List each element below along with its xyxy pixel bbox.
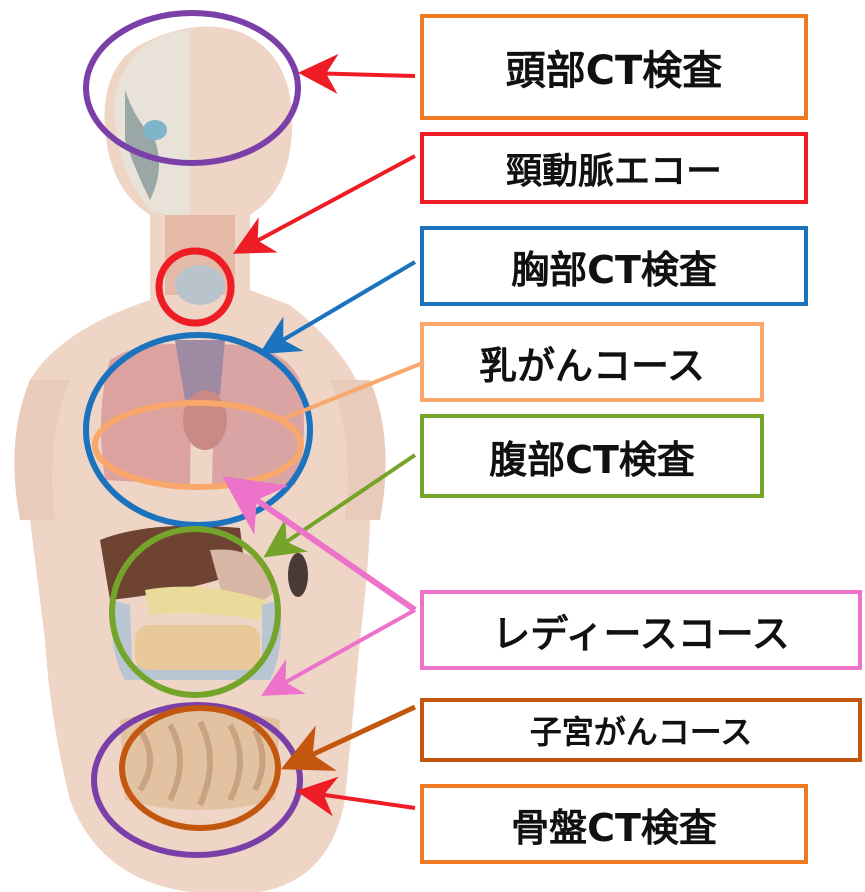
head-ct-label: 頭部CT検査 <box>420 14 808 120</box>
carotid-region-outline <box>155 247 235 327</box>
abdomen-ct-label: 腹部CT検査 <box>420 414 764 498</box>
head-arrow <box>298 53 416 94</box>
breast-connector <box>284 358 431 420</box>
abdomen-region-outline <box>109 526 281 698</box>
pelvis-ct-label: 骨盤CT検査 <box>420 784 808 864</box>
breast-region-outline <box>92 400 304 490</box>
chest-region-outline <box>83 332 313 528</box>
chest-ct-label: 胸部CT検査 <box>420 226 808 306</box>
carotid-echo-label: 頸動脈エコー <box>420 132 808 204</box>
breast-cancer-course-label: 乳がんコース <box>420 322 764 402</box>
uterus-region-outline <box>119 705 281 831</box>
pelvis-arrow <box>296 776 416 817</box>
carotid-arrow <box>232 154 416 254</box>
abdomen-arrow <box>263 453 417 558</box>
chest-arrow <box>259 260 417 355</box>
head-region-outline <box>83 10 301 166</box>
uterus-arrow <box>280 704 417 771</box>
torso-model-illustration <box>14 26 386 892</box>
uterine-cancer-course-label: 子宮がんコース <box>420 698 862 762</box>
ladies-course-label: レディースコース <box>420 590 862 670</box>
ladies-arrow-up <box>222 476 417 613</box>
ladies-arrow-down <box>261 608 416 696</box>
